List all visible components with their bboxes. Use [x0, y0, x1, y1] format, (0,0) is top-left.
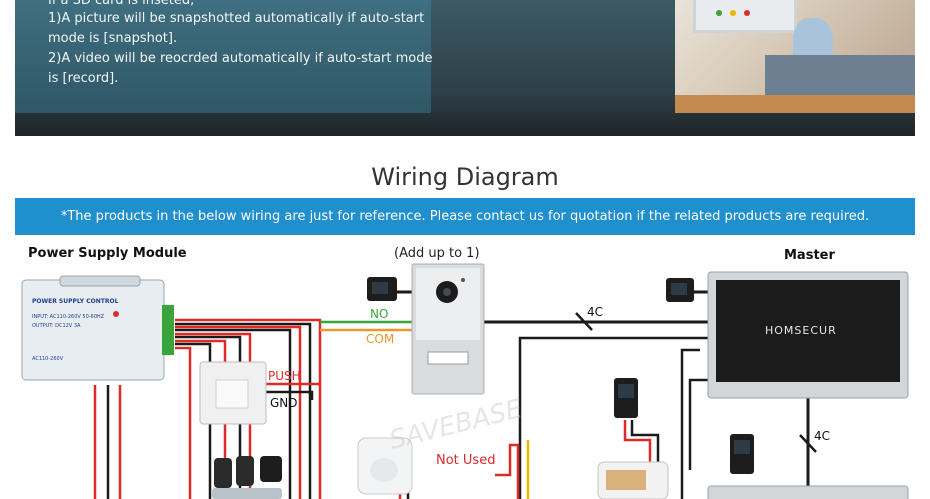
- wire-red: [175, 339, 227, 499]
- sd-info-line: is [record].: [48, 71, 119, 86]
- cable-4c-top-label: 4C: [587, 305, 604, 319]
- sd-info-line: 1)A picture will be snapshotted automati…: [48, 11, 425, 26]
- monitor-image: [693, 0, 797, 33]
- wire-black: [175, 342, 212, 499]
- wire-red: [175, 325, 302, 499]
- id-reader-mid: [614, 378, 638, 418]
- wire-black-loop: [518, 336, 708, 499]
- wire-black-gnd: [265, 390, 314, 400]
- psu-title: POWER SUPPLY CONTROL: [32, 298, 119, 305]
- notice-banner: *The products in the below wiring are ju…: [15, 198, 915, 235]
- gnd-label: GND: [270, 396, 298, 410]
- sd-info-line: mode is [snapshot].: [48, 31, 178, 46]
- wire-red: [175, 318, 322, 499]
- bed-image: [765, 55, 915, 95]
- not-used-label: Not Used: [436, 453, 496, 468]
- electric-lock: [597, 461, 669, 499]
- child-monitor-photo: [675, 0, 915, 113]
- brand-logo: HOMSECUR: [765, 324, 837, 337]
- id-reader-right: [730, 434, 754, 474]
- cable-4c-right-label: 4C: [814, 429, 831, 443]
- top-image-band: If a SD card is inseted, 1)A picture wil…: [15, 0, 915, 136]
- slave-monitor: [707, 485, 909, 499]
- exit-button-device: [199, 361, 267, 425]
- wire-red: [175, 332, 252, 499]
- motion-sensor: [357, 437, 413, 495]
- remote-keyfobs: [212, 456, 282, 499]
- add-up-label: (Add up to 1): [394, 246, 480, 261]
- wire-black: [175, 328, 292, 499]
- master-monitor: [707, 271, 909, 399]
- wire-red-notused: [495, 443, 520, 499]
- sd-card-info-box: If a SD card is inseted, 1)A picture wil…: [15, 0, 433, 113]
- door-station: [411, 263, 485, 395]
- com-label: COM: [366, 332, 395, 346]
- wires: [93, 290, 817, 499]
- cable-tick: [799, 434, 817, 453]
- wire-red: [175, 346, 192, 499]
- push-label: PUSH: [268, 369, 301, 383]
- wire-black-loop: [680, 348, 700, 499]
- notice-text: *The products in the below wiring are ju…: [60, 209, 870, 224]
- psu-output: OUTPUT: DC12V 3A: [32, 323, 81, 329]
- cable-tick: [575, 312, 593, 331]
- power-supply-module: [21, 275, 174, 381]
- wire-black-loop: [688, 378, 708, 470]
- power-supply-label: Power Supply Module: [28, 246, 187, 261]
- wire-black-lock: [630, 420, 660, 465]
- wire-red-lock: [623, 420, 652, 465]
- wire-black: [175, 335, 242, 499]
- id-reader-master: [666, 278, 694, 302]
- psu-input: INPUT: AC110-260V 50-60HZ: [32, 314, 105, 320]
- no-label: NO: [370, 307, 389, 321]
- sd-info-line: 2)A video will be reocrded automatically…: [48, 51, 433, 66]
- bed-frame-image: [675, 95, 915, 113]
- wire-black: [175, 322, 312, 499]
- section-heading: Wiring Diagram: [371, 163, 559, 191]
- sd-info-line: If a SD card is inseted,: [48, 0, 195, 8]
- master-label: Master: [784, 248, 835, 263]
- id-reader-left: [367, 277, 397, 301]
- psu-ac: AC110-260V: [32, 356, 64, 362]
